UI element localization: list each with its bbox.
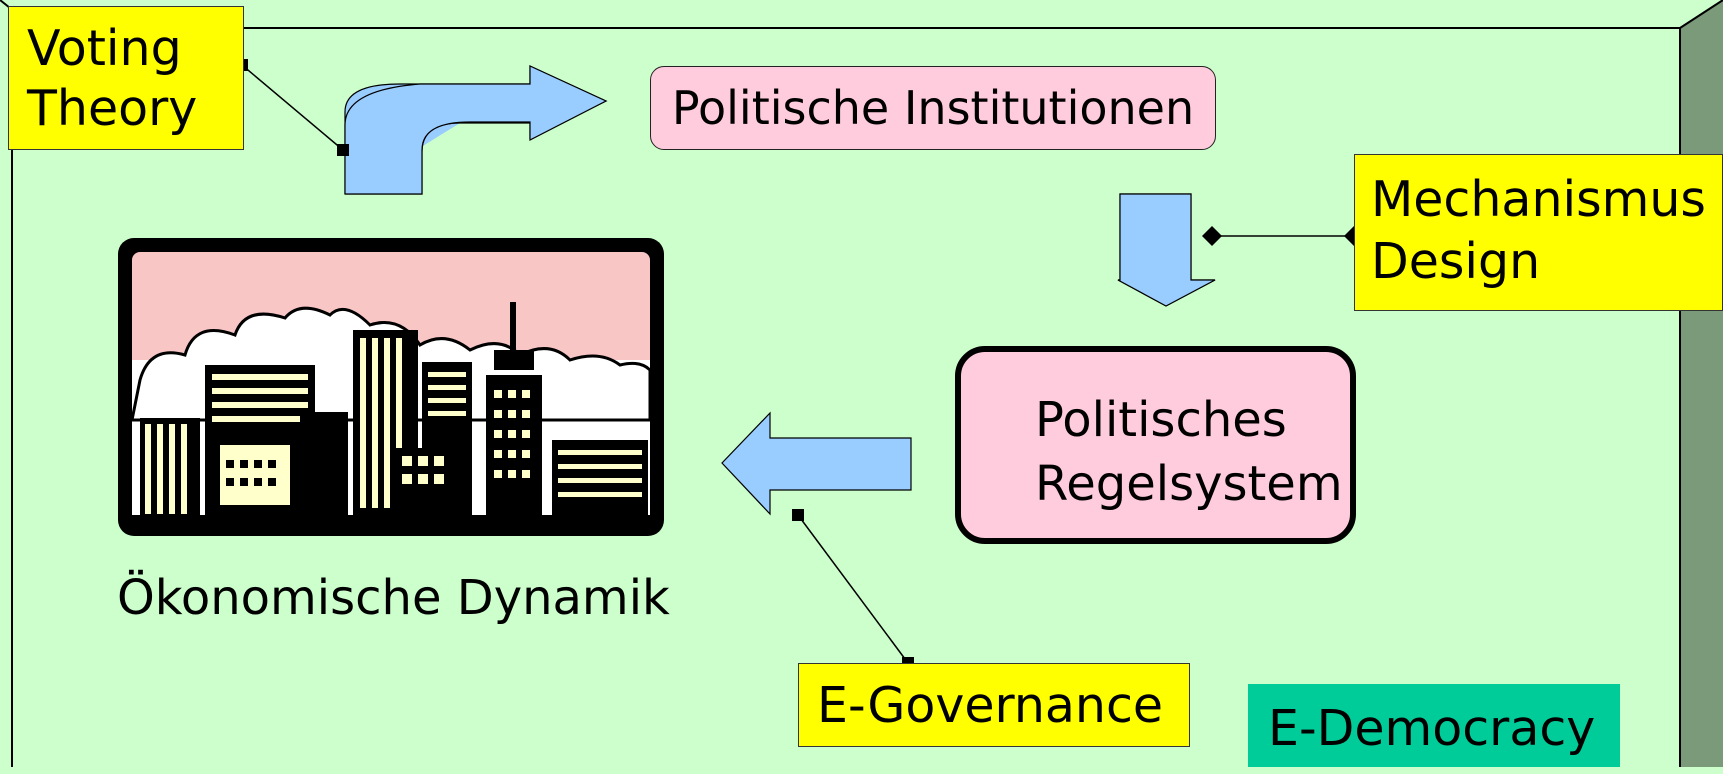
right-bevel — [1680, 0, 1723, 767]
politisches-regelsystem-box: Politisches Regelsystem — [955, 346, 1356, 544]
e-governance-note: E-Governance — [798, 663, 1190, 747]
curved-arrow-body — [344, 65, 608, 195]
egov-connector-end-a — [792, 509, 804, 521]
regelsystem-line-2: Regelsystem — [1035, 456, 1343, 512]
left-arrow-icon — [721, 411, 912, 516]
mechanismus-design-line-2: Design — [1371, 233, 1541, 290]
mechanismus-design-line-1: Mechanismus — [1371, 171, 1706, 228]
top-bevel — [0, 0, 1723, 28]
down-arrow-head — [1117, 193, 1216, 307]
voting-connector — [241, 64, 344, 151]
e-democracy-label: E-Democracy — [1248, 684, 1620, 767]
mechanismus-design-note: Mechanismus Design — [1354, 154, 1723, 311]
voting-theory-line-2: Theory — [27, 80, 198, 137]
frame-corner-edge — [1679, 0, 1723, 29]
politische-institutionen-box: Politische Institutionen — [650, 66, 1216, 150]
egov-connector — [797, 514, 909, 664]
oekonomische-dynamik-caption: Ökonomische Dynamik — [117, 570, 670, 626]
city-skyline-icon — [118, 238, 664, 536]
voting-theory-line-1: Voting — [27, 20, 182, 77]
regelsystem-line-1: Politisches — [1035, 392, 1287, 448]
voting-connector-end-b — [337, 144, 349, 156]
voting-theory-note: Voting Theory — [8, 6, 244, 150]
mech-connector-diamond-a — [1202, 226, 1222, 246]
